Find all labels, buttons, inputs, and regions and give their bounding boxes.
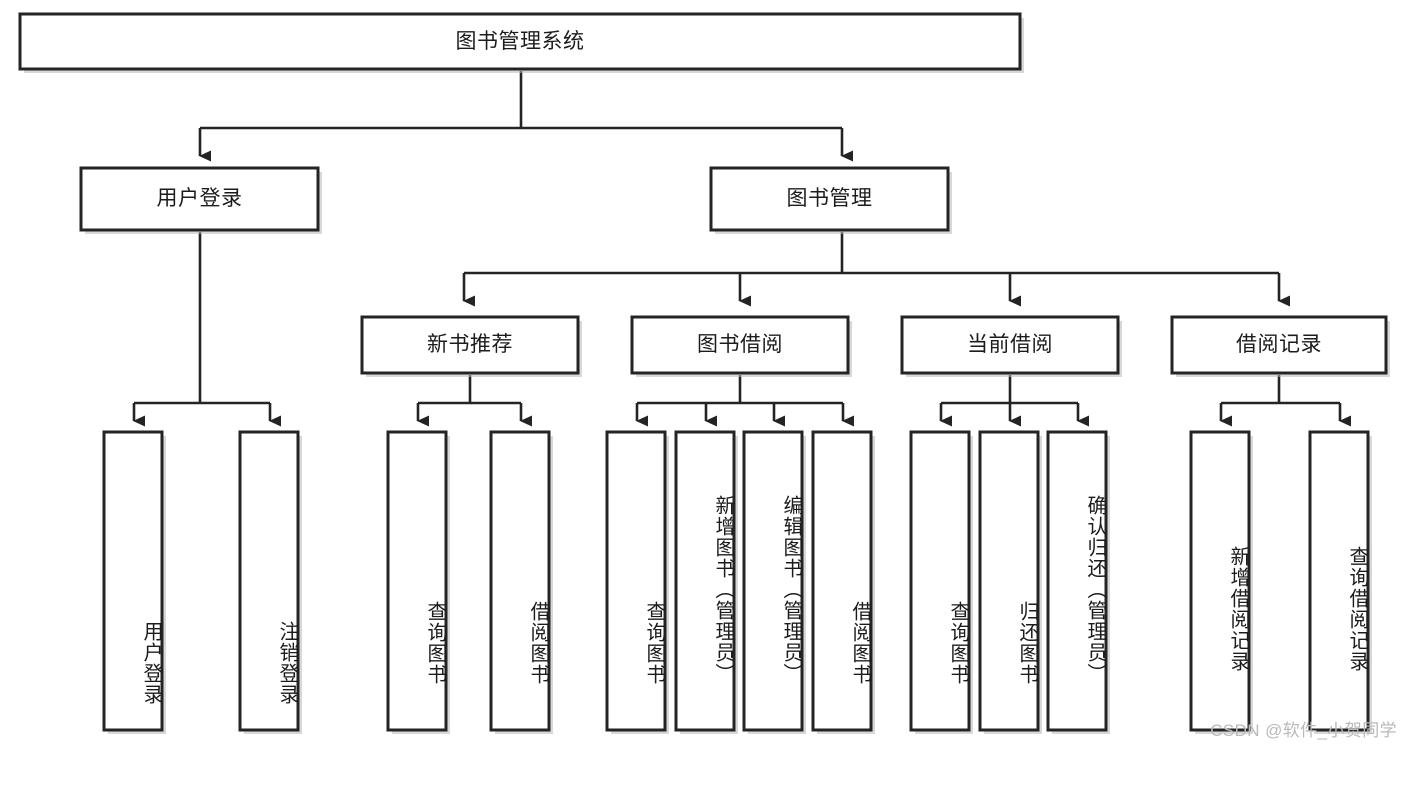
- flowchart-canvas: 图书管理系统 用户登录 图书管理 新书推荐 图书借阅 当前借阅 借阅记录 用户登…: [18, 12, 1397, 740]
- node-box-leaf-confirm-return-admin[interactable]: [1046, 430, 1108, 732]
- node-box-leaf-logout[interactable]: [238, 430, 300, 732]
- node-box-borrow-record[interactable]: [1170, 315, 1388, 375]
- connector-group: [132, 71, 1351, 427]
- flowchart-svg: [18, 12, 1390, 734]
- node-box-leaf-query-book-1[interactable]: [386, 430, 448, 732]
- node-box-leaf-borrow-book-2[interactable]: [811, 430, 873, 732]
- node-box-root[interactable]: [18, 12, 1022, 71]
- node-box-leaf-borrow-book-1[interactable]: [489, 430, 551, 732]
- node-box-leaf-query-borrow-record[interactable]: [1308, 430, 1370, 732]
- node-box-book-management[interactable]: [709, 166, 950, 232]
- node-box-leaf-query-book-3[interactable]: [909, 430, 971, 732]
- node-box-new-book-recommend[interactable]: [360, 315, 580, 375]
- node-box-leaf-return-book[interactable]: [978, 430, 1040, 732]
- node-box-leaf-query-book-2[interactable]: [605, 430, 667, 732]
- node-box-group: [18, 12, 1390, 734]
- node-box-leaf-user-login[interactable]: [102, 430, 164, 732]
- node-box-leaf-edit-book-admin[interactable]: [742, 430, 804, 732]
- node-box-current-borrow[interactable]: [900, 315, 1120, 375]
- node-box-leaf-add-borrow-record[interactable]: [1189, 430, 1251, 732]
- node-box-user-login[interactable]: [79, 166, 320, 232]
- node-box-book-borrow[interactable]: [630, 315, 850, 375]
- node-box-leaf-add-book-admin[interactable]: [674, 430, 736, 732]
